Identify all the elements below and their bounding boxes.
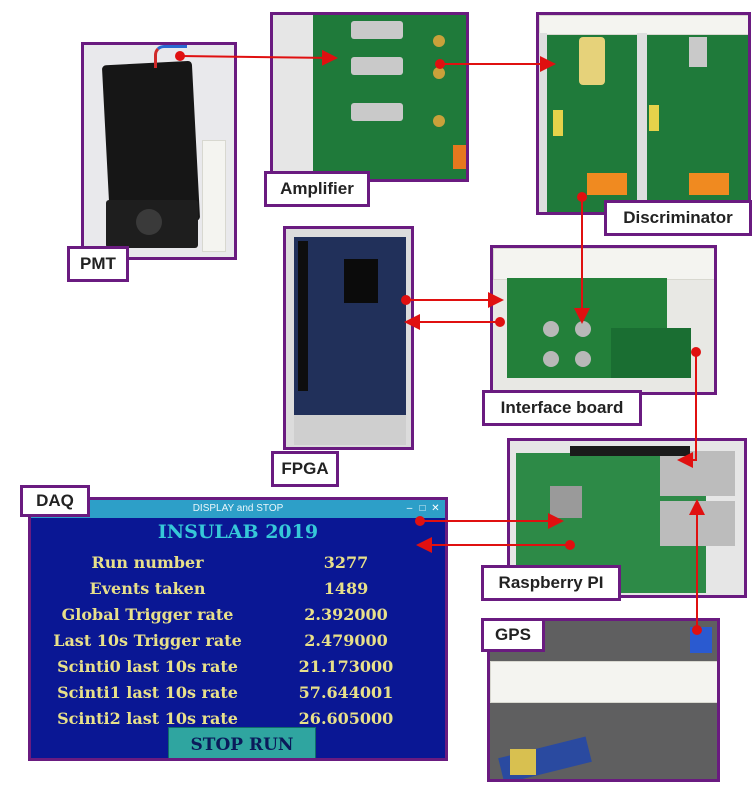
gps-photo [487, 618, 720, 782]
minimize-icon[interactable]: – [406, 503, 413, 514]
scinti1-rate-value: 57.644001 [298, 683, 394, 702]
events-taken-value: 1489 [323, 579, 369, 598]
run-number-label: Run number [91, 553, 204, 572]
discriminator-photo [536, 12, 751, 215]
scinti0-rate-value: 21.173000 [298, 657, 394, 676]
interface-board-label: Interface board [482, 390, 642, 426]
scinti2-rate-value: 26.605000 [298, 709, 394, 728]
interface-board-photo [490, 245, 717, 395]
events-taken-label: Events taken [89, 579, 206, 598]
scinti2-rate-label: Scinti2 last 10s rate [57, 709, 238, 728]
fpga-label: FPGA [271, 451, 339, 487]
daq-label: DAQ [20, 485, 90, 517]
daq-heading: INSULAB 2019 [157, 521, 319, 543]
discriminator-label: Discriminator [604, 200, 752, 236]
pmt-label: PMT [67, 246, 129, 282]
fpga-photo [283, 226, 414, 450]
amplifier-photo [270, 12, 469, 182]
raspberry-pi-label: Raspberry PI [481, 565, 621, 601]
daq-body: INSULAB 2019 Run number 3277 Events take… [31, 518, 445, 758]
last10s-trigger-rate-value: 2.479000 [304, 631, 388, 650]
scinti1-rate-label: Scinti1 last 10s rate [57, 683, 238, 702]
global-trigger-rate-value: 2.392000 [304, 605, 388, 624]
amplifier-label: Amplifier [264, 171, 370, 207]
scinti0-rate-label: Scinti0 last 10s rate [57, 657, 238, 676]
global-trigger-rate-label: Global Trigger rate [61, 605, 234, 624]
maximize-icon[interactable]: □ [419, 503, 426, 514]
close-icon[interactable]: ✕ [431, 503, 440, 514]
gps-label: GPS [481, 618, 545, 652]
run-number-value: 3277 [323, 553, 369, 572]
pmt-photo [81, 42, 237, 260]
daq-window: DISPLAY and STOP – □ ✕ INSULAB 2019 Run … [28, 497, 448, 761]
window-title: DISPLAY and STOP [192, 503, 284, 514]
stop-run-button[interactable]: STOP RUN [168, 727, 316, 758]
last10s-trigger-rate-label: Last 10s Trigger rate [53, 631, 242, 650]
window-titlebar[interactable]: DISPLAY and STOP – □ ✕ [31, 500, 445, 518]
